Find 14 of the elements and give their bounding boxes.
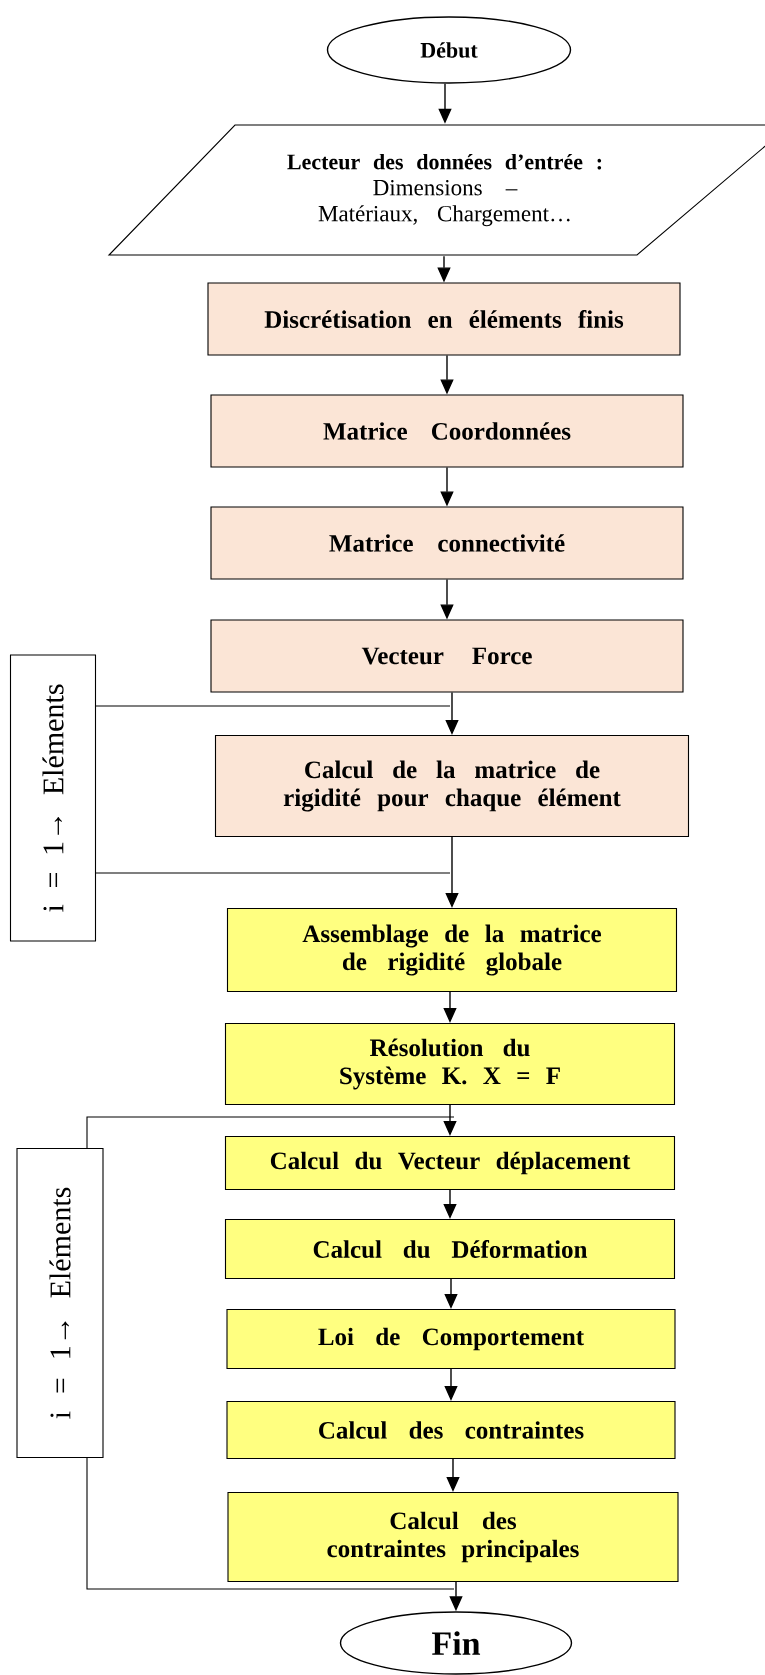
loop-label-box: i = 1→ Eléments [9, 654, 97, 942]
process-box: Résolution du Système K. X = F [224, 1022, 676, 1106]
process-box: Discrétisation en éléments finis [207, 282, 681, 356]
process-box: Calcul des contraintes principales [227, 1491, 679, 1583]
process-box: Calcul du Déformation [224, 1218, 676, 1280]
process-box: Matrice connectivité [210, 506, 684, 580]
process-box: Calcul des contraintes [226, 1400, 676, 1460]
process-box: Calcul du Vecteur déplacement [224, 1135, 676, 1191]
loop-label-box: i = 1→ Eléments [16, 1147, 104, 1459]
process-box: Matrice Coordonnées [210, 394, 684, 468]
process-box: Loi de Comportement [226, 1308, 676, 1370]
process-box: Vecteur Force [210, 619, 684, 693]
process-box: Calcul de la matrice de rigidité pour chaque élément [214, 734, 690, 838]
process-box: Assemblage de la matrice de rigidité globale [226, 907, 678, 993]
